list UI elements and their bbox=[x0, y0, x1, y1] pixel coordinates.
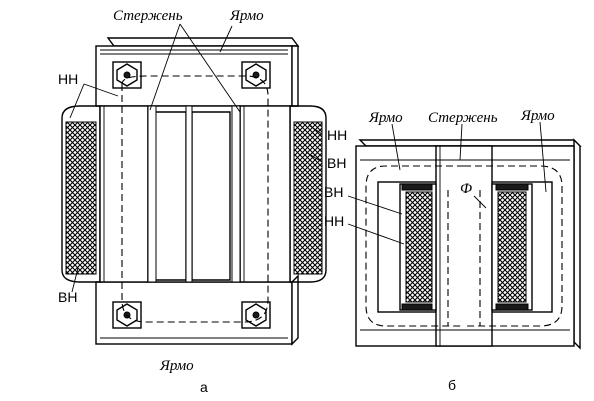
label-nn-b: НН bbox=[324, 213, 344, 229]
flux-path-b-center bbox=[447, 190, 481, 326]
left-winding-b bbox=[399, 183, 437, 311]
bolt-icon bbox=[241, 301, 271, 329]
caption-a: а bbox=[200, 379, 208, 395]
figure-a-core-type bbox=[61, 23, 327, 346]
right-winding-b bbox=[491, 183, 533, 311]
left-coil bbox=[61, 105, 101, 283]
caption-b: б bbox=[448, 377, 456, 393]
central-limb bbox=[435, 145, 493, 347]
bolt-icon bbox=[112, 61, 142, 89]
flux-path-b-left bbox=[365, 165, 464, 327]
label-yarmo-bottom-a: Ярмо bbox=[159, 358, 194, 374]
label-nn-left-a: НН bbox=[58, 71, 78, 87]
label-vn-left-a: ВН bbox=[58, 289, 77, 305]
flux-path-a bbox=[121, 75, 269, 323]
label-yarmo-left-b: Ярмо bbox=[368, 110, 403, 126]
right-limb bbox=[239, 105, 291, 283]
inner-coils bbox=[147, 105, 241, 283]
label-sterzhen-a: Стержень bbox=[113, 8, 183, 24]
left-limb bbox=[99, 105, 149, 283]
label-yarmo-top-a: Ярмо bbox=[229, 8, 264, 24]
label-yarmo-right-b: Ярмо bbox=[520, 108, 555, 124]
label-vn-right-a: ВН bbox=[327, 155, 346, 171]
right-coil bbox=[289, 105, 327, 283]
label-flux-b: Ф bbox=[460, 181, 472, 197]
figure-b-shell-type bbox=[347, 121, 582, 350]
bolt-icon bbox=[241, 61, 271, 89]
label-vn-b: ВН bbox=[324, 184, 343, 200]
label-sterzhen-b: Стержень bbox=[428, 110, 498, 126]
flux-path-b-right bbox=[464, 165, 563, 327]
label-nn-right-a: НН bbox=[327, 127, 347, 143]
